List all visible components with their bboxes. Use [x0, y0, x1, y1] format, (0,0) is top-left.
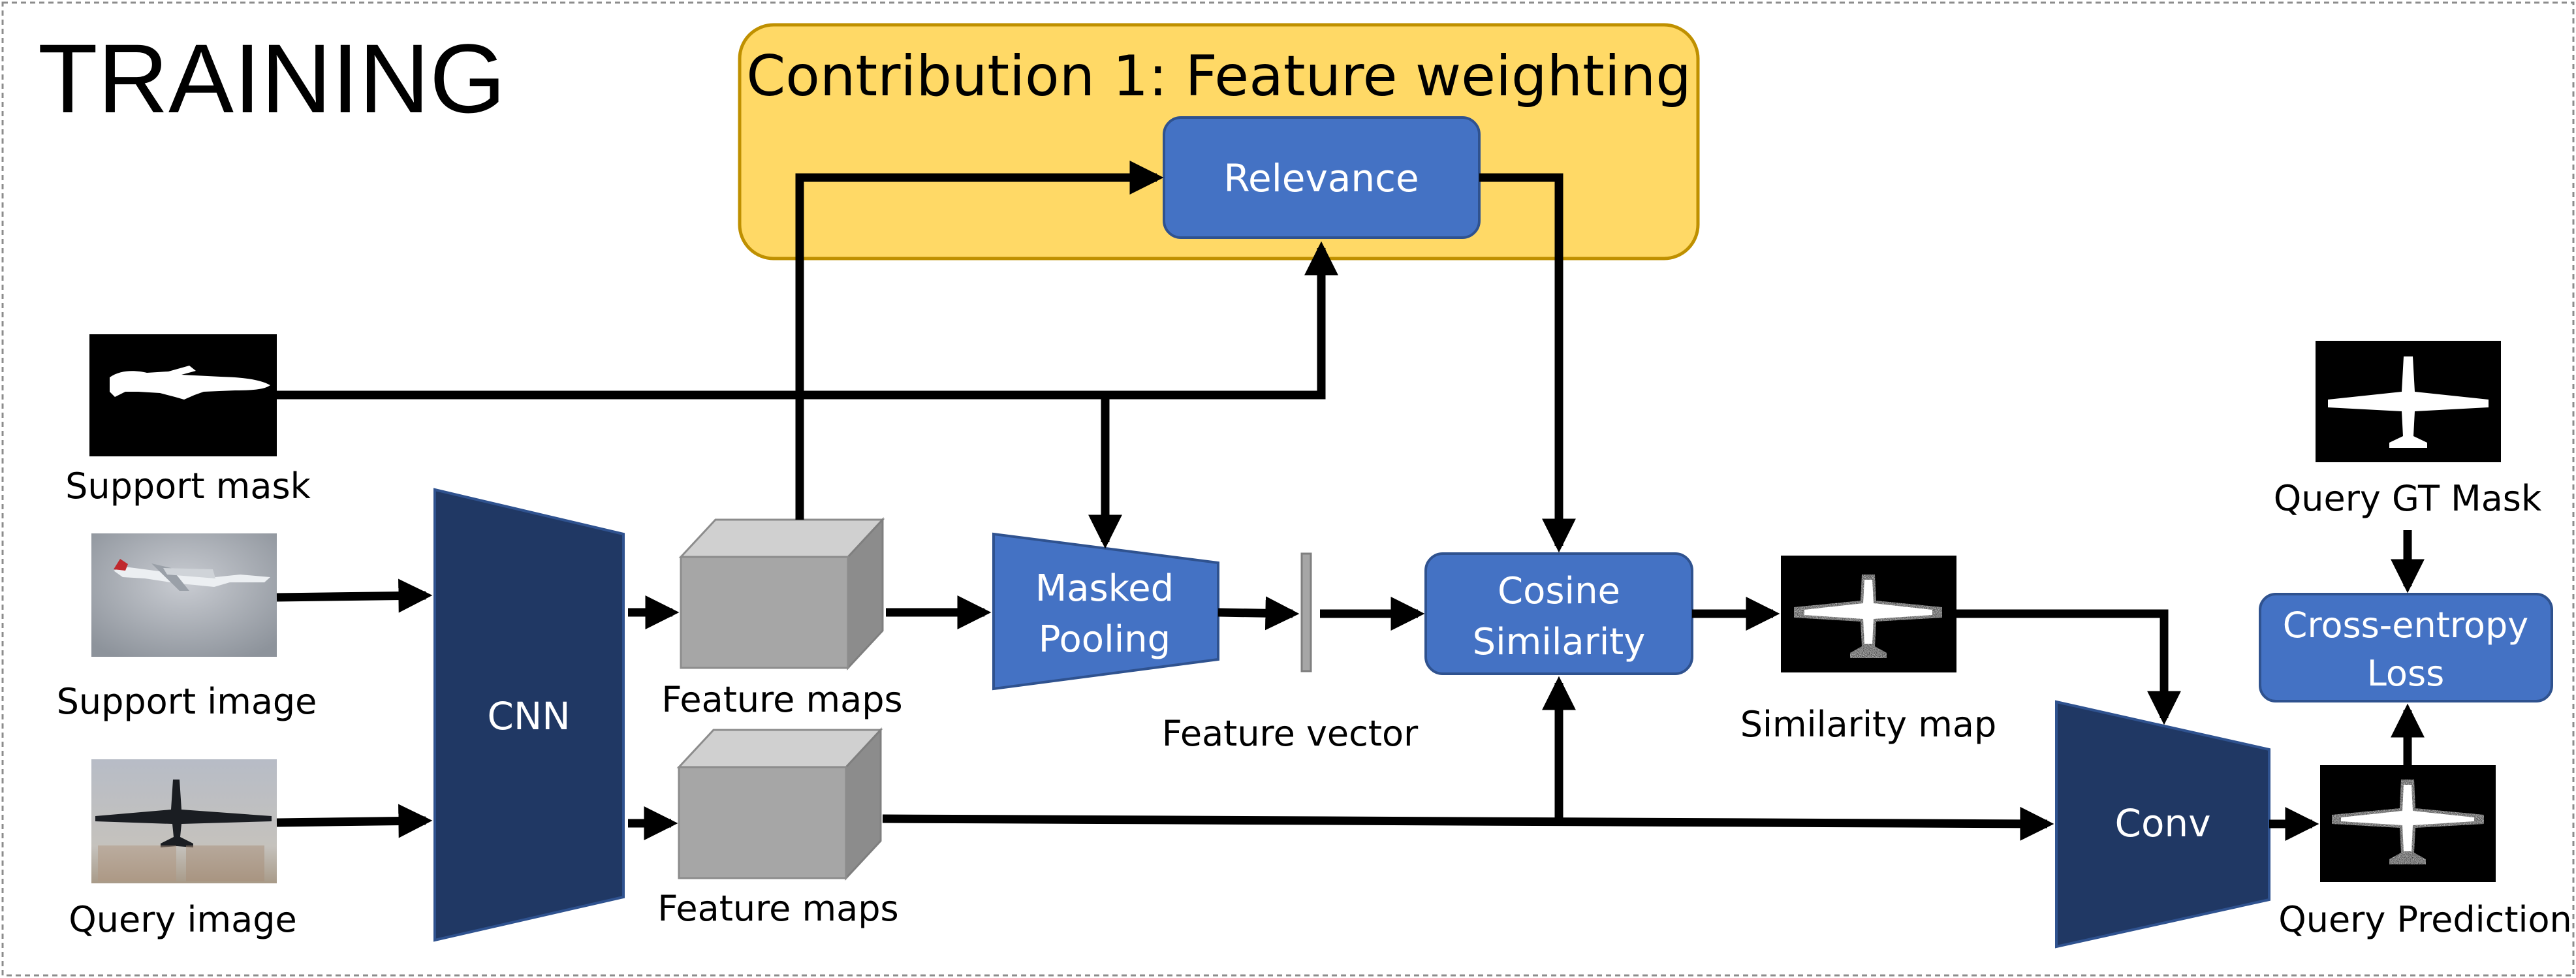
query-gt-mask-label: Query GT Mask	[2274, 478, 2542, 519]
cross-entropy-loss-box	[2259, 593, 2553, 702]
relevance-label: Relevance	[1223, 156, 1419, 200]
support-mask-label: Support mask	[65, 465, 311, 507]
feature-map-cube-top	[678, 517, 885, 670]
arrow-mask-to-relevance	[277, 241, 1338, 400]
conv-block	[2055, 700, 2270, 949]
masked-pooling-label-line1: Masked	[1035, 567, 1174, 610]
arrow-features-to-relevance	[795, 161, 1164, 520]
masked-pooling-block	[992, 532, 1219, 691]
feature-maps-bottom-label: Feature maps	[657, 888, 898, 929]
cnn-block	[433, 488, 625, 942]
arrow-simmap-to-conv	[1956, 609, 2181, 725]
support-image-label: Support image	[57, 681, 317, 722]
query-image-label: Query image	[69, 899, 296, 940]
cosine-similarity-label-line1: Cosine	[1498, 570, 1620, 612]
feature-map-cube-bottom	[676, 727, 883, 881]
masked-pooling-label-line2: Pooling	[1039, 618, 1170, 661]
arrows	[276, 161, 2425, 841]
conv-label: Conv	[2114, 801, 2210, 845]
query-gt-mask-image	[2316, 341, 2501, 462]
support-image	[91, 533, 277, 657]
support-mask-image	[89, 334, 277, 456]
feature-vector-bar	[1300, 552, 1312, 672]
arrow-query-to-cnn	[276, 804, 433, 838]
arrow-relevance-to-cosine	[1479, 173, 1576, 553]
cosine-similarity-label-line2: Similarity	[1473, 621, 1646, 663]
arrow-features-to-conv	[882, 806, 2054, 841]
similarity-map-image	[1781, 556, 1956, 672]
query-image	[91, 759, 277, 883]
similarity-map-label: Similarity map	[1740, 704, 1996, 745]
arrow-support-to-cnn	[276, 578, 433, 613]
cross-entropy-label-line1: Cross-entropy	[2283, 605, 2528, 646]
feature-vector-label: Feature vector	[1162, 713, 1419, 754]
query-prediction-label: Query Prediction	[2278, 899, 2572, 940]
arrow-pooling-to-vector	[1217, 596, 1300, 631]
cross-entropy-label-line2: Loss	[2367, 653, 2444, 694]
feature-maps-top-label: Feature maps	[661, 679, 902, 720]
page-title: TRAINING	[38, 24, 506, 133]
contribution-label: Contribution 1: Feature weighting	[746, 44, 1691, 109]
query-prediction-image	[2320, 765, 2496, 882]
cnn-label: CNN	[487, 694, 570, 738]
